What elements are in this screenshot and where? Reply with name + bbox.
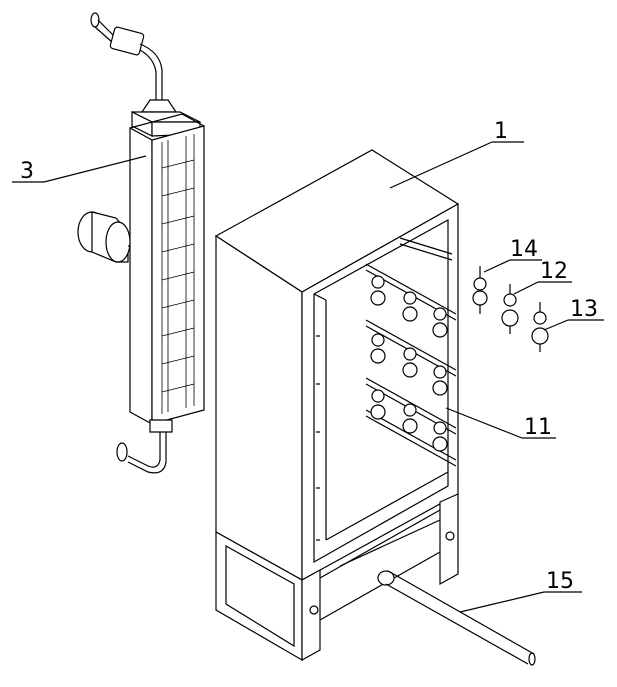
leader-lines	[12, 141, 604, 613]
callout-15: 15	[546, 569, 574, 594]
callout-14: 14	[510, 237, 538, 262]
callout-13: 13	[570, 297, 598, 322]
column-side-face	[151, 125, 205, 425]
column-front-face	[129, 126, 153, 426]
top-inlet-fitting	[90, 12, 178, 113]
callout-1: 1	[494, 119, 508, 144]
side-motor	[77, 211, 131, 263]
loose-clamp-14	[472, 266, 488, 314]
loose-clamp-12	[501, 284, 519, 334]
bottom-outlet-fitting	[116, 419, 173, 474]
cabinet-front-face	[215, 234, 303, 582]
callout-3: 3	[20, 159, 34, 184]
column-grid	[161, 134, 195, 414]
base-stand	[215, 493, 459, 662]
hinge-marks	[316, 335, 320, 541]
filter-column-assembly	[77, 12, 205, 474]
loose-clamp-13	[531, 302, 549, 352]
cabinet	[214, 149, 536, 666]
callout-12: 12	[540, 259, 568, 284]
drain-pipe	[377, 570, 536, 666]
rack-clamps	[370, 275, 448, 452]
callout-11: 11	[524, 415, 552, 440]
